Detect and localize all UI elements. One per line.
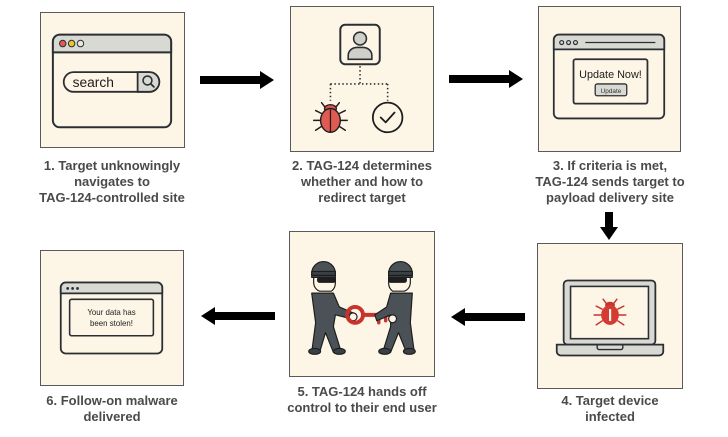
update-popup: Update Now! — [572, 58, 649, 105]
update-button[interactable]: Update — [594, 83, 628, 97]
step-4-label: 4. Target device infected — [510, 393, 710, 425]
check-circle-icon — [371, 101, 404, 134]
step-3-label-line: 3. If criteria is met, — [552, 158, 668, 173]
window-dots-icon — [559, 39, 579, 46]
update-button-label: Update — [601, 88, 622, 95]
step-3-label: 3. If criteria is met, TAG-124 sends tar… — [510, 158, 710, 206]
arrow-left-icon — [451, 308, 525, 326]
search-icon[interactable] — [142, 75, 155, 88]
stolen-message-box: Your data has been stolen! — [68, 298, 155, 337]
step-3-panel: Update Now! Update — [538, 6, 681, 152]
thief-icon — [374, 261, 416, 355]
bug-icon — [593, 298, 627, 326]
popup-title: Update Now! — [579, 69, 642, 81]
step-1-label-line: 1. Target unknowingly — [43, 158, 181, 173]
step-2-panel — [290, 6, 434, 152]
step-1-panel: search — [40, 12, 185, 148]
arrow-right-icon — [449, 70, 523, 88]
infected-laptop-illustration — [555, 279, 665, 357]
step-5-label: 5. TAG-124 hands off control to their en… — [262, 384, 462, 416]
user-icon — [339, 23, 381, 66]
step-3-label-line: payload delivery site — [546, 190, 674, 205]
window-dots-icon — [58, 39, 85, 48]
search-bar[interactable]: search — [62, 71, 161, 93]
decision-connector — [329, 66, 389, 101]
arrow-left-icon — [201, 307, 275, 325]
step-4-label-line: 4. Target device — [561, 393, 659, 408]
stolen-message-line: Your data has — [87, 308, 135, 317]
window-dots-icon — [66, 287, 79, 290]
step-3-label-line: TAG-124 sends target to — [535, 174, 685, 189]
step-5-label-line: 5. TAG-124 hands off — [297, 384, 427, 399]
step-6-label-line: 6. Follow-on malware — [46, 393, 178, 408]
thief-icon — [308, 261, 358, 355]
decision-tree-illustration — [312, 23, 404, 134]
step-6-panel: Your data has been stolen! — [40, 250, 184, 386]
step-4-label-line: infected — [585, 409, 635, 424]
stolen-message-line: been stolen! — [90, 319, 133, 328]
step-6-label: 6. Follow-on malware delivered — [12, 393, 212, 425]
step-1-label-line: TAG-124-controlled site — [39, 190, 185, 205]
step-1-label-line: navigates to — [74, 174, 150, 189]
step-5-panel — [289, 231, 435, 377]
step-4-panel — [537, 243, 683, 389]
bug-icon — [312, 101, 348, 133]
step-1-label: 1. Target unknowingly navigates to TAG-1… — [12, 158, 212, 206]
fake-update-illustration: Update Now! Update — [552, 33, 666, 120]
step-5-label-line: control to their end user — [287, 400, 437, 415]
data-stolen-illustration: Your data has been stolen! — [59, 281, 164, 355]
step-2-label-line: redirect target — [318, 190, 406, 205]
step-2-label-line: 2. TAG-124 determines — [292, 158, 432, 173]
step-2-label: 2. TAG-124 determines whether and how to… — [262, 158, 462, 206]
step-2-label-line: whether and how to — [300, 174, 424, 189]
arrow-down-icon — [600, 212, 618, 240]
key-handoff-illustration — [308, 261, 416, 355]
step-6-label-line: delivered — [83, 409, 141, 424]
browser-search-illustration: search — [51, 33, 173, 129]
search-text: search — [73, 75, 114, 90]
arrow-right-icon — [200, 71, 274, 89]
